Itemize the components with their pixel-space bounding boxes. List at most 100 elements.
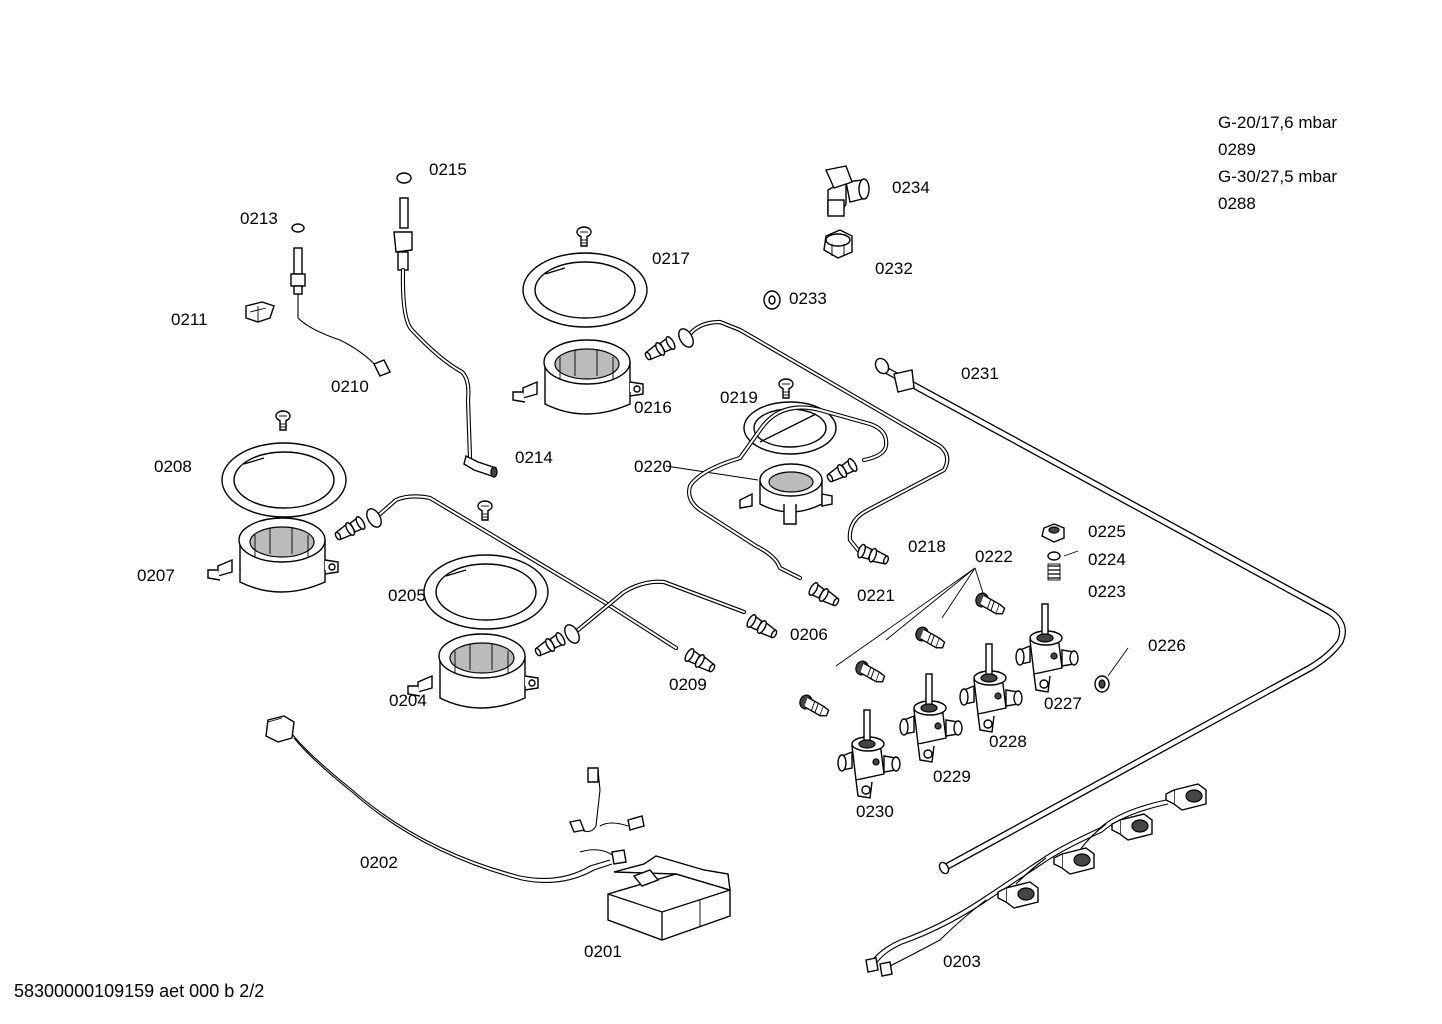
gas-type-note-g20: G-20/17,6 mbar — [1218, 113, 1338, 132]
part-label-0214: 0214 — [515, 448, 553, 467]
part-label-0221: 0221 — [857, 586, 895, 605]
clip-0211 — [245, 301, 275, 323]
gas-type-code-0288: 0288 — [1218, 194, 1256, 213]
part-label-0229: 0229 — [933, 767, 971, 786]
part-label-0213: 0213 — [240, 209, 278, 228]
part-label-0226: 0226 — [1148, 636, 1186, 655]
gasket-0219 — [743, 401, 837, 455]
leader-line-0222-b — [885, 567, 976, 641]
part-label-0231: 0231 — [961, 364, 999, 383]
nozzle-0207 — [332, 514, 368, 544]
leader-line-0222-c — [941, 567, 976, 619]
knob-cap-0225 — [1041, 523, 1065, 543]
screw-0217 — [576, 226, 592, 247]
part-label-0216: 0216 — [634, 398, 672, 417]
part-label-0204: 0204 — [389, 691, 427, 710]
gasket-0205 — [423, 554, 549, 630]
valve-screw-0222-d — [796, 692, 832, 719]
ignition-electrode-0210 — [290, 247, 391, 377]
document-footer-reference: 58300000109159 aet 000 b 2/2 — [14, 981, 265, 1001]
pipe-outlet-0221 — [806, 580, 842, 610]
gasket-0217 — [522, 252, 648, 328]
part-label-0224: 0224 — [1088, 550, 1126, 569]
screw-0208 — [275, 410, 291, 431]
burner-cup-0216 — [512, 339, 644, 415]
main-gas-pipe-0231 — [874, 357, 1346, 875]
pipe-outlet-0209 — [682, 646, 718, 676]
washer-0213 — [291, 223, 305, 233]
gas-valve-0230 — [837, 709, 901, 799]
part-label-0208: 0208 — [154, 457, 192, 476]
wiring-harness-0202 — [265, 715, 645, 883]
burner-cup-0207 — [207, 517, 339, 593]
leader-line-0220 — [665, 465, 759, 481]
pipe-end-0207 — [366, 508, 382, 528]
ring-0224 — [1047, 551, 1061, 561]
washer-0215 — [396, 172, 412, 184]
pipe-outlet-0206 — [744, 612, 780, 642]
part-label-0228: 0228 — [989, 732, 1027, 751]
nut-0232 — [823, 229, 853, 259]
pipe-outlet-0218 — [855, 542, 891, 568]
burner-cup-0204 — [407, 633, 539, 709]
gas-valve-0229 — [899, 673, 963, 763]
gas-valve-0228 — [959, 643, 1023, 733]
part-label-0211: 0211 — [171, 310, 208, 329]
part-label-0207: 0207 — [137, 566, 175, 585]
screw-0205 — [477, 500, 493, 521]
valve-screw-0222-b — [912, 624, 948, 651]
part-label-0230: 0230 — [856, 802, 894, 821]
part-label-0232: 0232 — [875, 259, 913, 278]
gasket-0208 — [221, 442, 347, 518]
gas-pipe-0216 — [687, 319, 950, 553]
part-label-0233: 0233 — [789, 289, 827, 308]
part-label-0203: 0203 — [943, 952, 981, 971]
gas-valve-0227 — [1015, 603, 1079, 693]
part-label-0225: 0225 — [1088, 522, 1126, 541]
valve-screw-0222-a — [972, 590, 1008, 617]
gas-type-note-g30: G-30/27,5 mbar — [1218, 167, 1338, 186]
screw-0219 — [778, 378, 794, 399]
elbow-fitting-0234 — [825, 165, 870, 217]
part-label-0201: 0201 — [584, 942, 622, 961]
part-label-0234: 0234 — [892, 178, 930, 197]
thermocouple-0214 — [393, 197, 498, 478]
part-label-0205: 0205 — [388, 586, 426, 605]
part-label-0222: 0222 — [975, 547, 1013, 566]
leader-line-0222-d — [974, 567, 985, 597]
gas-pipe-0220 — [687, 405, 889, 581]
ignition-plug-4 — [997, 881, 1039, 909]
gas-pipe-0204 — [575, 579, 747, 633]
seal-0233 — [763, 290, 781, 310]
gas-type-code-0289: 0289 — [1218, 140, 1256, 159]
pipe-end-0216 — [678, 328, 694, 348]
part-label-0220: 0220 — [634, 457, 672, 476]
spring-0223 — [1047, 563, 1061, 581]
part-label-0210: 0210 — [331, 377, 369, 396]
nozzle-0204 — [532, 630, 568, 660]
ignition-plug-2 — [1111, 813, 1153, 841]
part-label-0206: 0206 — [790, 625, 828, 644]
pipe-end-0204 — [564, 624, 580, 644]
part-label-0209: 0209 — [669, 675, 707, 694]
ignition-plug-1 — [1165, 783, 1207, 811]
part-label-0215: 0215 — [429, 160, 467, 179]
part-label-0223: 0223 — [1088, 582, 1126, 601]
leader-line-0226 — [1107, 647, 1129, 677]
part-label-0227: 0227 — [1044, 694, 1082, 713]
leader-line-0224 — [1063, 550, 1079, 557]
part-label-0217: 0217 — [652, 249, 690, 268]
ignition-module-0201 — [607, 855, 731, 941]
part-label-0218: 0218 — [908, 537, 946, 556]
ignition-plug-3 — [1053, 847, 1095, 875]
nozzle-0216 — [642, 334, 678, 364]
burner-cup-0220 — [739, 463, 833, 525]
ignition-loom-0203 — [865, 799, 1169, 977]
valve-screw-0222-c — [852, 658, 888, 685]
part-label-0202: 0202 — [360, 853, 398, 872]
leader-line-0222-a — [835, 567, 976, 667]
gas-pipe-0207 — [377, 494, 679, 651]
part-label-0219: 0219 — [720, 388, 758, 407]
